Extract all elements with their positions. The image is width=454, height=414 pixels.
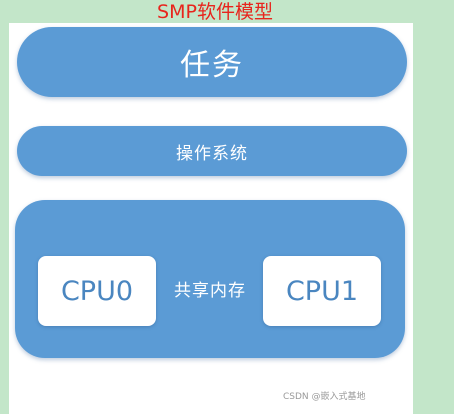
hardware-layer: CPU0 共享内存 CPU1 [15, 200, 405, 358]
cpu1-box: CPU1 [263, 256, 381, 326]
cpu0-box: CPU0 [38, 256, 156, 326]
cpu0-label: CPU0 [60, 275, 134, 307]
diagram-title: SMP软件模型 [157, 1, 273, 23]
cpu1-label: CPU1 [285, 275, 359, 307]
task-layer-label: 任务 [180, 48, 244, 83]
task-layer: 任务 [17, 27, 407, 97]
watermark: CSDN @嵌入式基地 [283, 392, 366, 402]
diagram-panel: 任务 操作系统 CPU0 共享内存 CPU1 [9, 23, 413, 414]
os-layer: 操作系统 [17, 126, 407, 176]
shared-memory-label: 共享内存 [174, 281, 246, 301]
os-layer-label: 操作系统 [176, 143, 248, 164]
